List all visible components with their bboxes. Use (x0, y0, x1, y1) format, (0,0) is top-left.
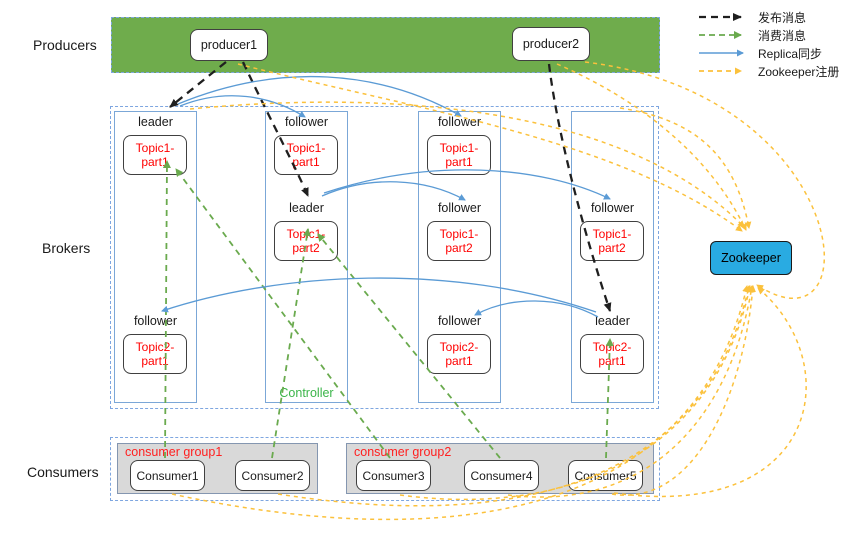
legend: 发布消息 消费消息 Replica同步 Zookeeper注册 (697, 8, 839, 80)
consumer-group2-label: consumer group2 (354, 445, 452, 459)
legend-item-replica: Replica同步 (697, 44, 839, 62)
partition-box: Topic1- part2 (580, 221, 644, 261)
topic-line: Topic1- (135, 140, 175, 155)
partition-box: Topic1- part1 (427, 135, 491, 175)
role-label: leader (595, 314, 630, 328)
topic-line: Topic1- (439, 140, 479, 155)
topic-line: Topic2- (439, 339, 479, 354)
publish-arrow-swatch (699, 13, 742, 21)
legend-label: Replica同步 (758, 46, 823, 61)
replica-arrow-swatch (699, 49, 744, 57)
partition-box: Topic2- part1 (427, 334, 491, 374)
partition-box: Topic1- part2 (427, 221, 491, 261)
topic-line: part1 (445, 155, 473, 169)
consumer5-node: Consumer5 (568, 460, 643, 491)
topic-line: Topic1- (592, 226, 632, 241)
partition-box: Topic1- part1 (123, 135, 187, 175)
consumer-group1-label: consumer group1 (125, 445, 223, 459)
producers-lane-label: Producers (33, 37, 97, 53)
role-label: leader (138, 115, 173, 129)
topic-line: Topic2- (592, 339, 632, 354)
partition-box: Topic2- part1 (123, 334, 187, 374)
role-label: follower (133, 314, 178, 328)
topic-line: Topic2- (135, 339, 175, 354)
partition-box: Topic1- part1 (274, 135, 338, 175)
legend-label: 发布消息 (758, 10, 807, 25)
consumer-group1: consumer group1 Consumer1 Consumer2 (117, 443, 318, 494)
zookeeper-node: Zookeeper (710, 241, 792, 275)
role-label: follower (437, 115, 482, 129)
topic-line: Topic1- (439, 226, 479, 241)
role-label: follower (437, 201, 482, 215)
legend-item-zookeeper: Zookeeper注册 (697, 62, 839, 80)
topic-line: Topic1- (286, 140, 326, 155)
role-label: follower (437, 314, 482, 328)
role-label: leader (289, 201, 324, 215)
brokers-lane-label: Brokers (42, 240, 91, 256)
topic-line: part1 (141, 155, 169, 169)
topic-line: Topic1- (286, 226, 326, 241)
controller-label: Controller (279, 386, 334, 400)
consumer2-node: Consumer2 (235, 460, 310, 491)
topic-line: part1 (445, 354, 473, 368)
producer1-node: producer1 (190, 29, 268, 61)
topic-line: part1 (598, 354, 626, 368)
legend-label: Zookeeper注册 (758, 64, 840, 79)
legend-item-consume: 消费消息 (697, 26, 839, 44)
partition-box: Topic2- part1 (580, 334, 644, 374)
topic-line: part2 (598, 241, 626, 255)
consumer4-node: Consumer4 (464, 460, 539, 491)
consumer3-node: Consumer3 (356, 460, 431, 491)
consumers-lane-label: Consumers (27, 464, 99, 480)
topic-line: part2 (292, 241, 320, 255)
topic-line: part1 (141, 354, 169, 368)
legend-item-publish: 发布消息 (697, 8, 839, 26)
role-label: follower (284, 115, 329, 129)
topic-line: part1 (292, 155, 320, 169)
role-label: follower (590, 201, 635, 215)
zookeeper-arrow-swatch (699, 67, 742, 75)
legend-label: 消费消息 (758, 28, 807, 43)
consumer-group2: consumer group2 Consumer3 Consumer4 Cons… (346, 443, 654, 494)
consume-arrow-swatch (699, 31, 742, 39)
producer2-node: producer2 (512, 27, 590, 61)
partition-box: Topic1- part2 (274, 221, 338, 261)
topic-line: part2 (445, 241, 473, 255)
consumer1-node: Consumer1 (130, 460, 205, 491)
